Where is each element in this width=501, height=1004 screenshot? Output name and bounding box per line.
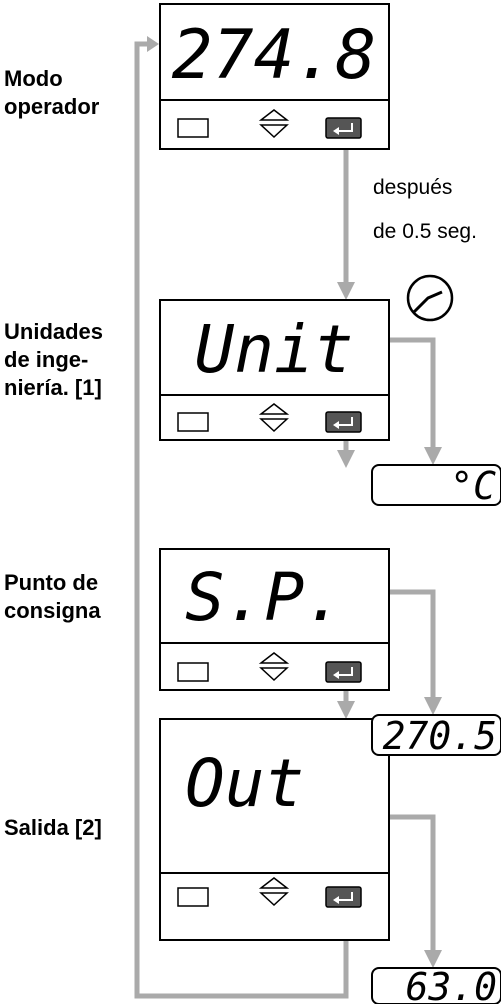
arrowhead-return	[147, 36, 159, 52]
controller-panel-setpoint: S.P.	[159, 548, 390, 691]
enter-key-icon[interactable]	[325, 411, 362, 433]
display-operator-value: 274.8	[172, 16, 377, 95]
blank-key-icon[interactable]	[177, 662, 209, 682]
flow-line-return-loop	[134, 41, 349, 999]
display-output-code: Out	[185, 745, 304, 822]
value-display-units: °C	[371, 464, 501, 508]
enter-key-icon[interactable]	[325, 117, 362, 139]
label-setpoint-line2: consigna	[4, 598, 101, 623]
clock-icon	[406, 274, 454, 322]
flow-line-units-value	[390, 337, 436, 447]
arrowhead-units-value	[424, 447, 442, 465]
note-line2: de 0.5 seg.	[373, 220, 477, 243]
label-output: Salida [2]	[4, 815, 102, 840]
blank-key-icon[interactable]	[177, 118, 209, 138]
up-down-arrows-icon[interactable]	[258, 109, 290, 139]
label-units-line3: niería. [1]	[4, 375, 102, 400]
flow-arrows	[134, 36, 442, 999]
label-setpoint-line1: Punto de	[4, 570, 98, 595]
label-operator-mode-line1: Modo	[4, 66, 63, 91]
flow-line-output-value	[390, 814, 436, 950]
arrowhead-units	[337, 282, 355, 300]
blank-key-icon[interactable]	[177, 887, 209, 907]
arrowhead-output	[337, 701, 355, 719]
label-operator-mode-line2: operador	[4, 94, 100, 119]
label-units-line2: de inge-	[4, 347, 88, 372]
enter-key-icon[interactable]	[325, 661, 362, 683]
arrowhead-output-value	[424, 950, 442, 968]
up-down-arrows-icon[interactable]	[258, 877, 290, 907]
value-setpoint: 270.5	[383, 714, 497, 758]
value-display-output: 63.0	[371, 965, 501, 1004]
label-units-line1: Unidades	[4, 319, 103, 344]
enter-key-icon[interactable]	[325, 886, 362, 908]
value-output: 63.0	[405, 965, 497, 1004]
display-units-code: Unit	[195, 311, 354, 388]
flow-line-setpoint-value	[390, 589, 436, 697]
arrowhead-setpoint-value	[424, 697, 442, 715]
blank-key-icon[interactable]	[177, 412, 209, 432]
controller-panel-operator: 274.8	[159, 3, 390, 150]
display-setpoint-code: S.P.	[185, 559, 344, 636]
controller-panel-units: Unit	[159, 299, 390, 441]
note-line1: después	[373, 176, 452, 199]
arrowhead-setpoint	[337, 450, 355, 468]
up-down-arrows-icon[interactable]	[258, 403, 290, 433]
controller-panel-output: Out	[159, 718, 390, 941]
value-display-setpoint: 270.5	[371, 714, 501, 758]
up-down-arrows-icon[interactable]	[258, 652, 290, 682]
value-units: °C	[450, 464, 496, 508]
